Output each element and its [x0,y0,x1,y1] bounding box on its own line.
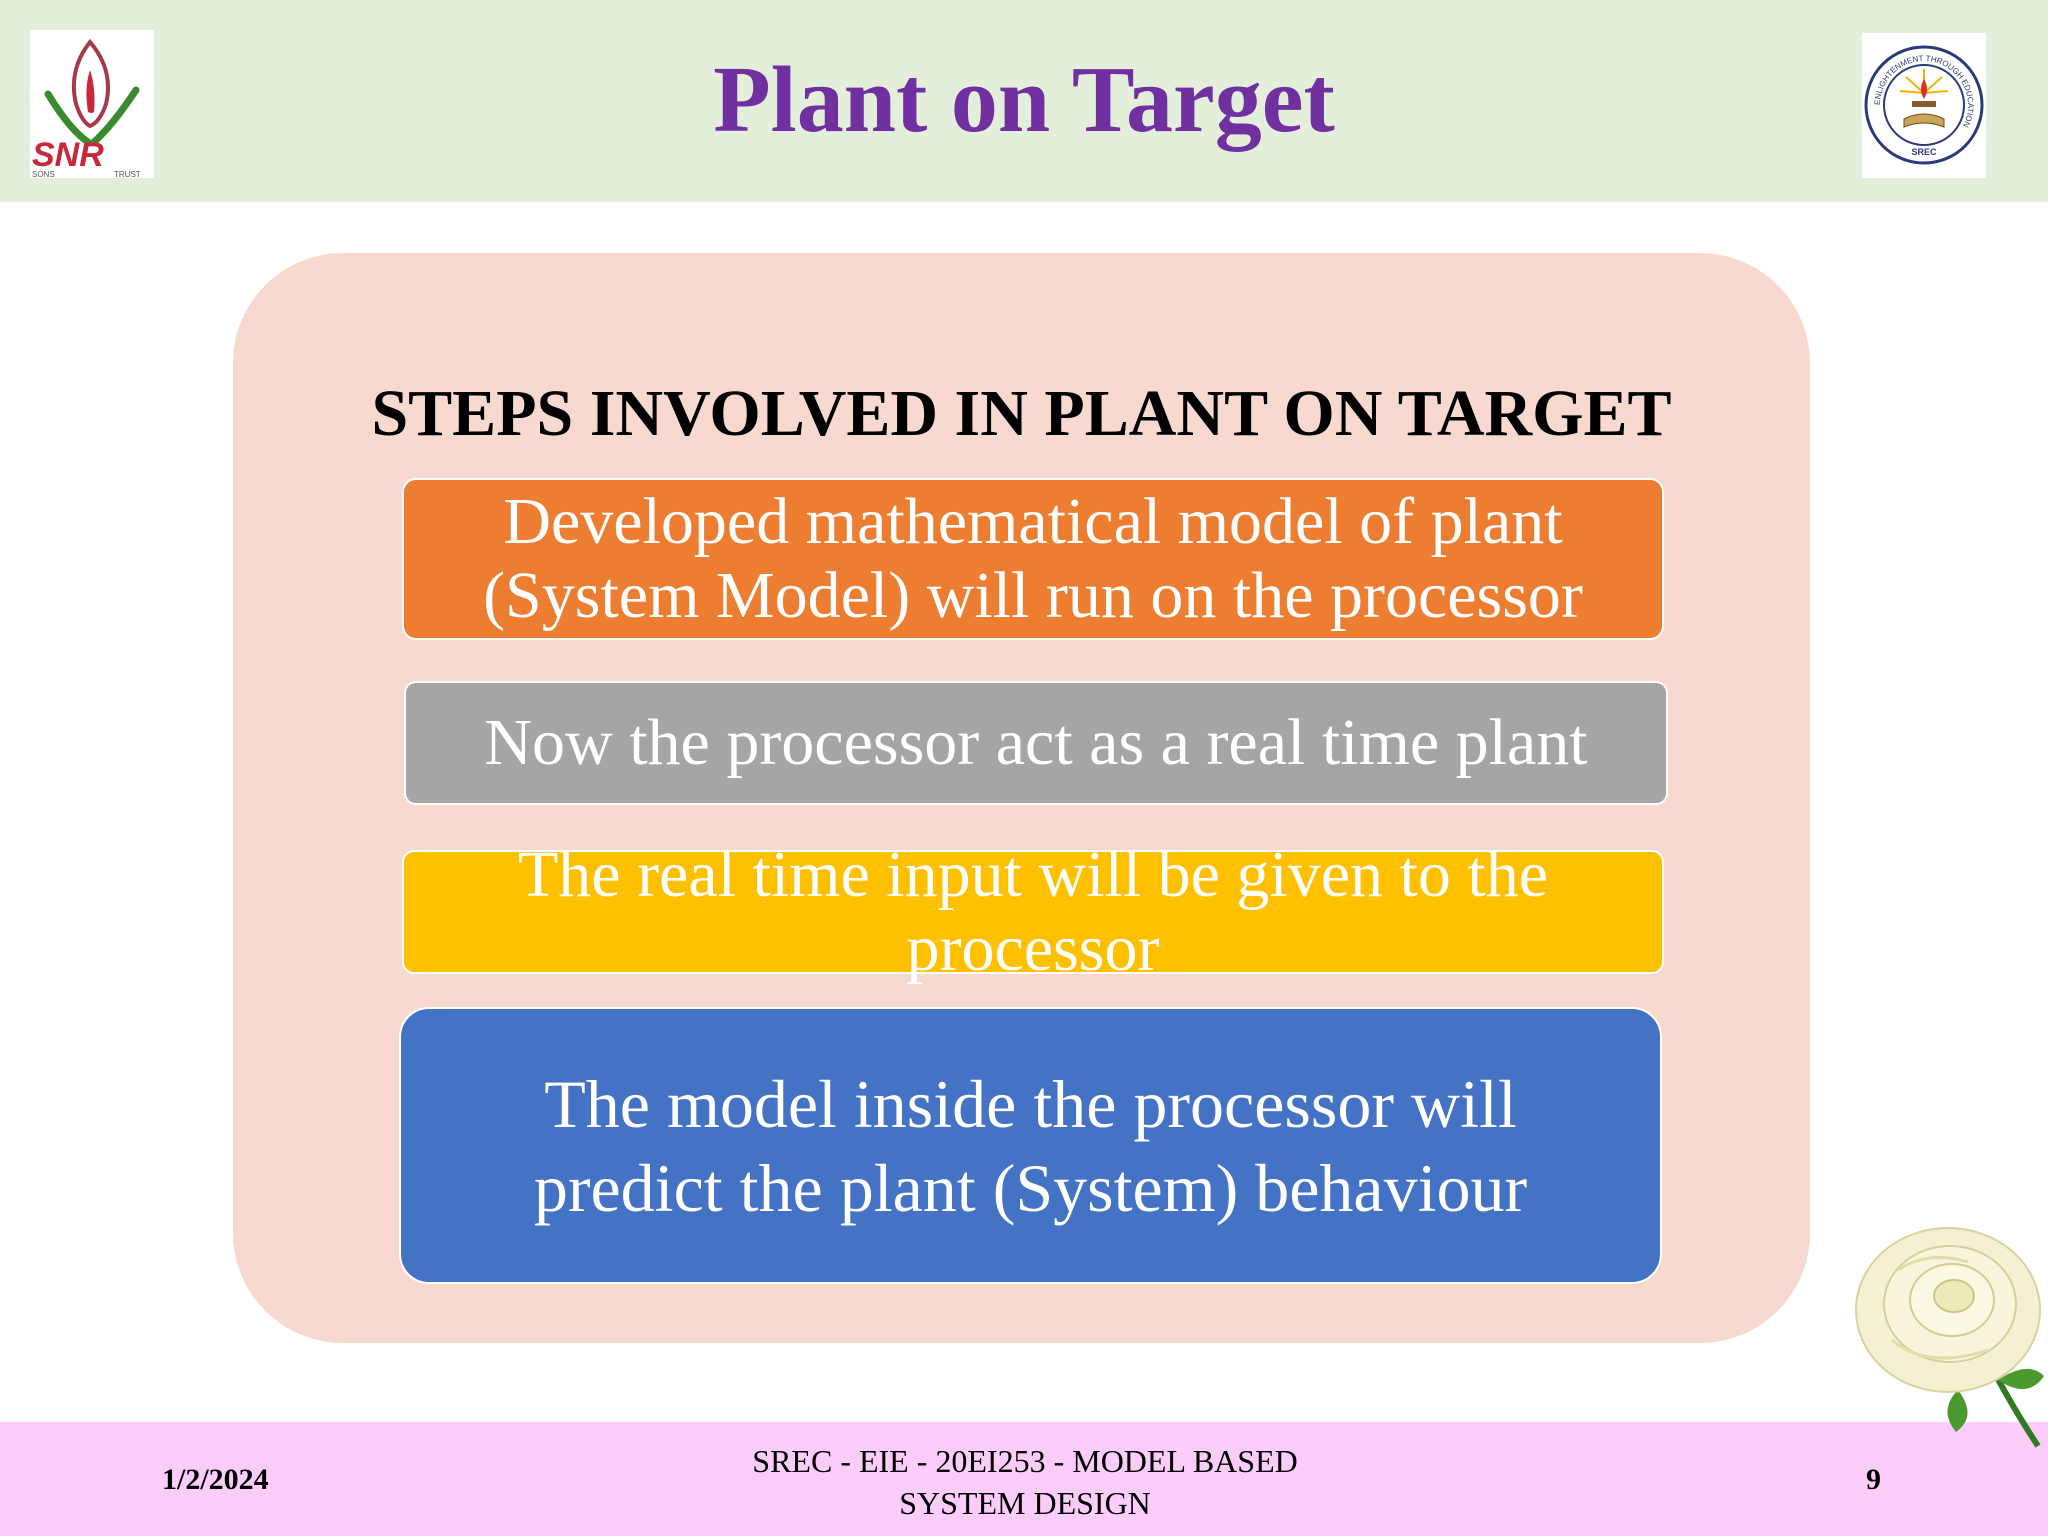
header-bar [0,0,2048,202]
step-box-4: The model inside the processor will pred… [399,1007,1662,1284]
footer-course-line-1: SREC - EIE - 20EI253 - MODEL BASED [752,1443,1298,1479]
step-box-3: The real time input will be given to the… [402,838,1664,985]
step-4-line-1: The model inside the processor will [544,1065,1517,1142]
step-1-line-2: (System Model) will run on the processor [483,559,1583,632]
svg-text:SREC: SREC [1911,147,1937,157]
snr-logo-icon: SNR SONS TRUST [32,38,141,179]
step-3-line-2: processor [906,912,1160,985]
step-1-line-1: Developed mathematical model of plant [503,485,1563,558]
svg-text:SONS: SONS [32,170,55,178]
svg-text:SNR: SNR [32,136,104,174]
step-3-line-1: The real time input will be given to the [517,838,1549,911]
step-2-line-1: Now the processor act as a real time pla… [484,706,1588,779]
footer-course-title: SREC - EIE - 20EI253 - MODEL BASED SYSTE… [660,1440,1390,1524]
footer-date: 1/2/2024 [162,1463,269,1496]
steps-heading: STEPS INVOLVED IN PLANT ON TARGET [371,377,1672,450]
footer-page-number: 9 [1866,1463,1881,1496]
svg-text:TRUST: TRUST [114,170,141,178]
rose-decoration [1838,1210,2048,1450]
footer-course-line-2: SYSTEM DESIGN [899,1485,1151,1521]
srec-seal-logo: ENLIGHTENMENT THROUGH EDUCATION SREC [1862,33,1986,178]
snr-logo: SNR SONS TRUST [30,30,154,179]
step-box-1: Developed mathematical model of plant (S… [402,478,1664,640]
srec-seal-icon: ENLIGHTENMENT THROUGH EDUCATION SREC [1864,45,1984,165]
page-title: Plant on Target [713,48,1335,152]
step-4-line-2: predict the plant (System) behaviour [533,1149,1528,1226]
footer-bar [0,1422,2048,1536]
step-box-2: Now the processor act as a real time pla… [404,681,1668,805]
rose-icon [1855,1227,2044,1448]
